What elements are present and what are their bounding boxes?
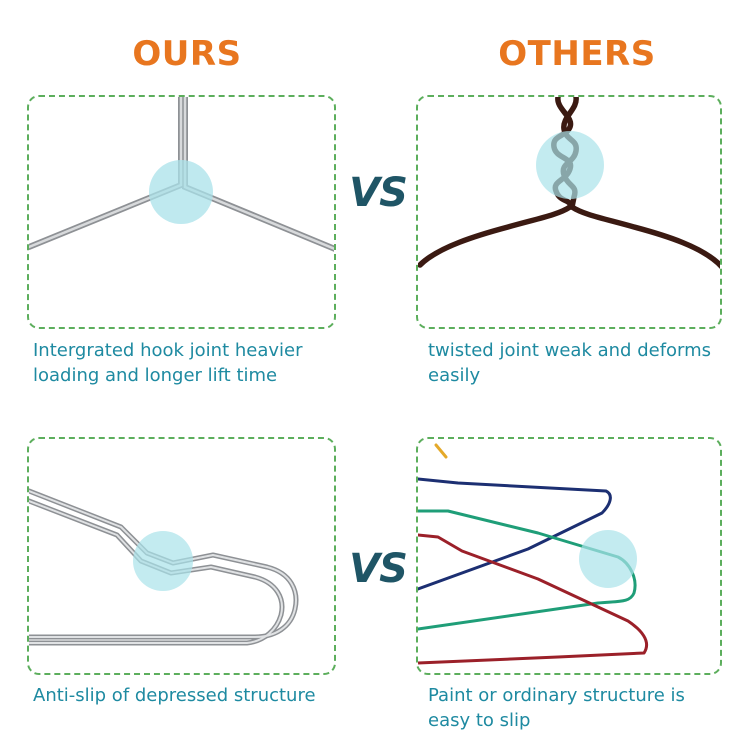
vs-label: VS bbox=[349, 546, 408, 592]
others-heading: OTHERS bbox=[498, 34, 656, 74]
twisted-joint-illustration bbox=[418, 97, 720, 269]
painted-hangers-illustration bbox=[418, 443, 649, 665]
others-antislip-panel bbox=[416, 437, 722, 675]
others-joint-panel bbox=[416, 95, 722, 329]
depression-highlight-circle bbox=[133, 531, 193, 591]
vs-label: VS bbox=[349, 170, 408, 216]
steel-hanger-arm bbox=[29, 488, 299, 646]
slip-highlight-circle bbox=[579, 530, 637, 588]
depressed-structure-illustration bbox=[29, 488, 299, 646]
navy-hanger-wire bbox=[418, 477, 612, 591]
twist-highlight-circle bbox=[536, 131, 604, 199]
others-antislip-caption: Paint or ordinary structure is easy to s… bbox=[428, 685, 685, 731]
ours-antislip-panel bbox=[27, 437, 336, 675]
red-hanger-wire bbox=[418, 533, 649, 665]
others-joint-caption: twisted joint weak and deforms easily bbox=[428, 340, 712, 386]
ours-heading: OURS bbox=[132, 34, 242, 74]
ours-antislip-caption: Anti-slip of depressed structure bbox=[33, 685, 316, 706]
ours-joint-panel bbox=[27, 95, 336, 329]
ours-joint-caption: Intergrated hook joint heavier loading a… bbox=[33, 340, 303, 386]
joint-highlight-circle bbox=[149, 160, 213, 224]
integrated-joint-illustration bbox=[29, 97, 334, 252]
yellow-hanger-wire bbox=[434, 443, 448, 459]
